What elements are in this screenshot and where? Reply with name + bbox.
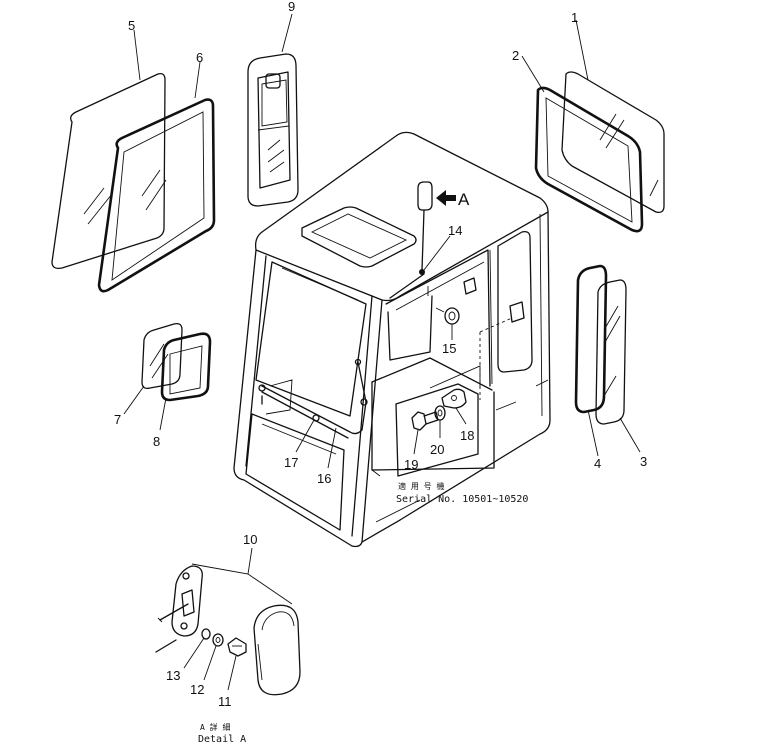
callout-3: 3 <box>640 454 647 469</box>
cab-body <box>233 131 551 548</box>
part-8-seal <box>159 332 212 431</box>
callout-8: 8 <box>153 434 160 449</box>
part-13-washer <box>183 628 211 669</box>
serial-note-en: Serial No. 10501~10520 <box>396 494 528 505</box>
part-17-clamp <box>295 414 320 453</box>
view-arrow-label: A <box>458 190 470 209</box>
part-12-washer <box>203 633 224 681</box>
detail-note-jp: A 詳 細 <box>200 722 230 732</box>
callout-20: 20 <box>430 442 444 457</box>
part-6-seal <box>97 61 216 293</box>
callout-4: 4 <box>594 456 601 471</box>
callout-12: 12 <box>190 682 204 697</box>
part-15-nut <box>435 307 460 340</box>
part-14-rod <box>389 181 451 299</box>
callout-6: 6 <box>196 50 203 65</box>
callout-14: 14 <box>448 223 462 238</box>
callout-9: 9 <box>288 0 295 14</box>
callout-11: 11 <box>218 694 232 709</box>
detail-note-en: Detail A <box>198 734 246 744</box>
part-16-handrail <box>258 358 368 469</box>
callout-7: 7 <box>114 412 121 427</box>
callout-19: 19 <box>404 457 418 472</box>
part-1-glass <box>561 19 665 214</box>
callout-18: 18 <box>460 428 474 443</box>
callout-17: 17 <box>284 455 298 470</box>
callout-5: 5 <box>128 18 135 33</box>
callout-16: 16 <box>317 471 331 486</box>
part-2-seal <box>521 55 644 233</box>
part-20-washer <box>434 405 446 438</box>
part-18-bracket <box>441 388 467 425</box>
callout-2: 2 <box>512 48 519 63</box>
part-11-bolt <box>227 637 247 691</box>
part-4-seal <box>574 264 608 457</box>
callout-15: 15 <box>442 341 456 356</box>
callout-13: 13 <box>166 668 180 683</box>
view-arrow-a <box>436 190 456 206</box>
serial-note-jp: 適 用 号 機 <box>398 481 444 491</box>
callout-10: 10 <box>243 532 257 547</box>
callout-1: 1 <box>571 10 578 25</box>
part-5-glass <box>51 29 166 270</box>
part-10-mirror-assembly <box>155 547 301 696</box>
part-19-bolt <box>411 411 439 455</box>
part-3-glass <box>595 279 641 453</box>
part-9-door-window <box>247 13 299 207</box>
part-7-glass <box>123 322 183 415</box>
